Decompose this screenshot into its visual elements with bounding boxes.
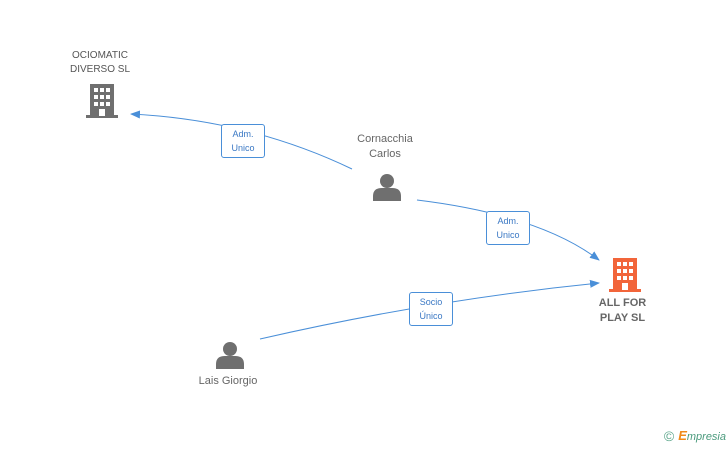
company-name-line: PLAY SL [599,312,646,324]
company-name-line: OCIOMATIC [72,50,128,61]
edge-label-adm-unico[interactable]: Adm. Unico [486,211,530,245]
edge-label-socio-unico[interactable]: Socio Único [409,292,453,326]
edge-label-line: Unico [231,143,255,153]
person-icon[interactable] [216,342,244,369]
edge-label-line: Adm. [497,216,519,226]
edge-label-line: Socio [419,297,443,307]
brand-logo-text: mpresia [686,431,726,443]
edge-label-adm-unico[interactable]: Adm. Unico [221,124,265,158]
building-icon[interactable] [609,258,641,292]
building-icon[interactable] [86,84,118,118]
person-label-cornacchia[interactable]: Cornacchia Carlos [335,132,435,162]
person-name-line: Carlos [369,148,401,160]
person-name: Lais Giorgio [198,375,258,387]
brand-logo-initial: E [678,428,687,443]
person-icon[interactable] [373,174,401,201]
company-label-ociomatic[interactable]: OCIOMATIC DIVERSO SL [50,49,150,77]
person-name-line: Cornacchia [357,133,413,145]
company-label-allforplay[interactable]: ALL FOR PLAY SL [580,296,665,326]
company-name-line: ALL FOR [598,297,647,309]
copyright-icon: © [663,428,675,444]
company-name-line: DIVERSO SL [69,64,131,75]
edge-label-line: Unico [496,230,520,240]
edge-label-line: Único [419,311,443,321]
edge-label-line: Adm. [232,129,254,139]
person-label-lais[interactable]: Lais Giorgio [178,374,278,389]
brand-footer: ©Empresia [664,428,726,444]
